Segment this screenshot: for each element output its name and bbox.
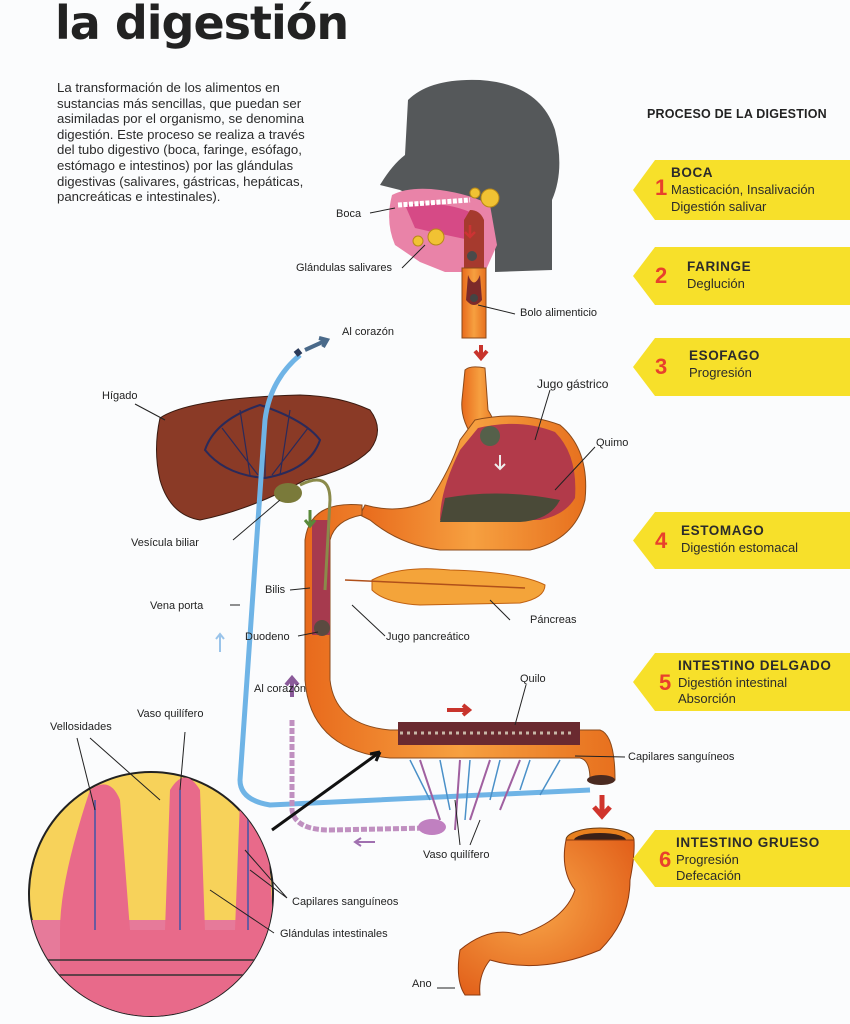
- label-vaso-quilifero: Vaso quilífero: [423, 849, 490, 861]
- stage-name: ESTOMAGO: [681, 523, 765, 538]
- capillaries: [284, 674, 561, 847]
- stage-detail: Defecación: [676, 868, 742, 883]
- intro-paragraph: La transformación de los alimentos en su…: [57, 80, 305, 205]
- liver: [156, 394, 378, 591]
- stage-number: 5: [659, 670, 672, 695]
- stage-number: 2: [655, 263, 668, 288]
- stage-esofago: 3 ESOFAGO Progresión: [633, 338, 850, 396]
- esophagus: [461, 267, 499, 441]
- stage-detail: Deglución: [687, 276, 745, 291]
- small-intestine: [304, 503, 616, 820]
- label-al-corazon-top: Al corazón: [342, 326, 394, 338]
- label-bolo-alimenticio: Bolo alimenticio: [520, 307, 598, 319]
- label-glandulas-salivares: Glándulas salivares: [296, 262, 392, 274]
- pancreas: [371, 568, 546, 606]
- label-vesicula-biliar: Vesícula biliar: [131, 537, 199, 549]
- stage-detail: Digestión estomacal: [681, 540, 799, 555]
- stage-estomago: 4 ESTOMAGO Digestión estomacal: [633, 512, 850, 569]
- stage-number: 3: [655, 354, 668, 379]
- label-vena-porta: Vena porta: [150, 600, 204, 612]
- label-vaso-quilifero-inset: Vaso quilífero: [137, 708, 204, 720]
- process-title: PROCESO DE LA DIGESTION: [647, 107, 827, 121]
- label-boca: Boca: [336, 208, 362, 220]
- label-capilares-sanguineos-inset: Capilares sanguíneos: [292, 896, 399, 908]
- label-bilis: Bilis: [265, 584, 286, 596]
- stage-name: INTESTINO GRUESO: [676, 835, 820, 850]
- stage-detail: Masticación, Insalivación: [671, 182, 815, 197]
- label-quimo: Quimo: [596, 437, 629, 449]
- label-jugo-pancreatico: Jugo pancreático: [386, 631, 470, 643]
- stage-intestino-grueso: 6 INTESTINO GRUESO Progresión Defecación: [633, 830, 850, 887]
- stage-name: ESOFAGO: [689, 348, 760, 363]
- stage-detail: Progresión: [689, 365, 752, 380]
- label-al-corazon-bottom: Al corazón: [254, 683, 306, 695]
- label-higado: Hígado: [102, 390, 138, 402]
- label-jugo-gastrico: Jugo gástrico: [537, 377, 609, 391]
- stage-name: INTESTINO DELGADO: [678, 658, 832, 673]
- stage-boca: 1 BOCA Masticación, Insalivación Digesti…: [633, 160, 850, 220]
- stomach: [359, 415, 587, 551]
- large-intestine: [457, 827, 635, 996]
- head-silhouette: [380, 79, 560, 272]
- stage-number: 6: [659, 847, 672, 872]
- stage-faringe: 2 FARINGE Deglución: [633, 247, 850, 305]
- label-vellosidades: Vellosidades: [50, 721, 112, 733]
- stage-name: FARINGE: [687, 259, 752, 274]
- label-quilo: Quilo: [520, 673, 546, 685]
- stage-detail: Progresión: [676, 852, 739, 867]
- page-title: la digestión: [55, 0, 349, 50]
- stage-detail: Digestión intestinal: [678, 675, 788, 690]
- label-glandulas-intestinales: Glándulas intestinales: [280, 928, 388, 940]
- villi-inset: [28, 750, 382, 1017]
- stage-number: 4: [655, 528, 668, 553]
- label-duodeno: Duodeno: [245, 631, 290, 643]
- stage-detail: Absorción: [678, 691, 736, 706]
- label-capilares-sanguineos-right: Capilares sanguíneos: [628, 751, 735, 763]
- stage-detail: Digestión salivar: [671, 199, 767, 214]
- stage-name: BOCA: [671, 165, 714, 180]
- leader-lines: [76, 207, 626, 989]
- stage-intestino-delgado: 5 INTESTINO DELGADO Digestión intestinal…: [633, 653, 850, 711]
- label-ano: Ano: [412, 978, 432, 990]
- label-pancreas: Páncreas: [530, 614, 577, 626]
- portal-vein: [237, 353, 591, 808]
- stage-number: 1: [655, 175, 668, 200]
